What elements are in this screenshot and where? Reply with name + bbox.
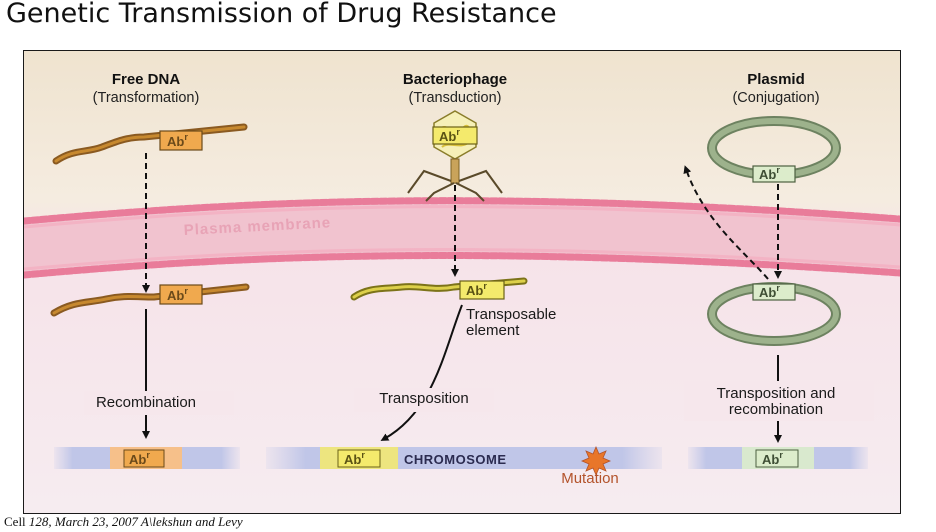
free-dna-heading: Free DNA: [112, 71, 181, 88]
transposition-label: Transposition: [379, 390, 469, 407]
plasmid-reverse-arrow: [683, 165, 769, 280]
mutation-star-icon: [580, 445, 612, 477]
svg-text:Abr: Abr: [129, 450, 150, 467]
gene-box-transposable: Abr: [459, 280, 505, 300]
citation: Cell 128, March 23, 2007 A\lekshun and L…: [4, 514, 243, 530]
svg-text:Abr: Abr: [759, 283, 780, 300]
mutation-label: Mutation: [561, 470, 619, 487]
svg-text:Abr: Abr: [762, 450, 783, 467]
plasmid-subheading: (Conjugation): [732, 90, 819, 106]
plasmid-step-label-line1: Transposition and: [717, 385, 836, 402]
bacteriophage: Abr: [407, 110, 503, 202]
diagram-frame: Plasma membrane Free DNA (Transformation…: [23, 50, 901, 514]
svg-text:Abr: Abr: [167, 132, 188, 149]
bacteriophage-heading: Bacteriophage: [403, 71, 507, 88]
gene-box-free-dna-inside: Abr: [159, 284, 203, 305]
recombination-label: Recombination: [96, 394, 196, 411]
transposable-element-strand: [350, 277, 528, 301]
slide-title: Genetic Transmission of Drug Resistance: [6, 0, 557, 29]
svg-text:Abr: Abr: [759, 165, 780, 182]
transposition-label-bg: [354, 388, 494, 412]
citation-details: 128, March 23, 2007 A\lekshun and Levy: [28, 514, 243, 529]
svg-text:Abr: Abr: [344, 450, 365, 467]
chromosome-label: CHROMOSOME: [404, 452, 507, 467]
plasmid-heading: Plasmid: [747, 71, 805, 88]
transposition-arrow: [380, 304, 463, 441]
plasmid-inside: Abr: [707, 282, 841, 346]
bacteriophage-subheading: (Transduction): [409, 90, 502, 106]
gene-box-chromosome-right: Abr: [742, 447, 814, 469]
plasmid-step-label-line2: recombination: [729, 401, 823, 418]
gene-box-free-dna-top: Abr: [159, 130, 203, 151]
svg-text:Abr: Abr: [466, 281, 487, 298]
drug-resistance-diagram: Plasma membrane Free DNA (Transformation…: [24, 51, 900, 513]
plasmid-step-label-bg: [684, 381, 874, 421]
free-dna-strand-inside: [50, 283, 250, 317]
free-dna-subheading: (Transformation): [93, 90, 200, 106]
recombination-label-bg: [84, 391, 234, 415]
free-dna-strand-outside: [52, 123, 248, 165]
transposable-label-line2: element: [466, 322, 520, 339]
plasma-membrane: [24, 197, 900, 279]
transposable-label-line1: Transposable: [466, 306, 556, 323]
svg-text:Abr: Abr: [439, 127, 460, 144]
svg-text:Abr: Abr: [167, 286, 188, 303]
citation-journal: Cell: [4, 514, 26, 529]
gene-box-chromosome-left: Abr: [110, 447, 182, 469]
gene-box-chromosome-middle: Abr: [320, 447, 398, 469]
plasmid-outside: Abr: [707, 116, 841, 183]
